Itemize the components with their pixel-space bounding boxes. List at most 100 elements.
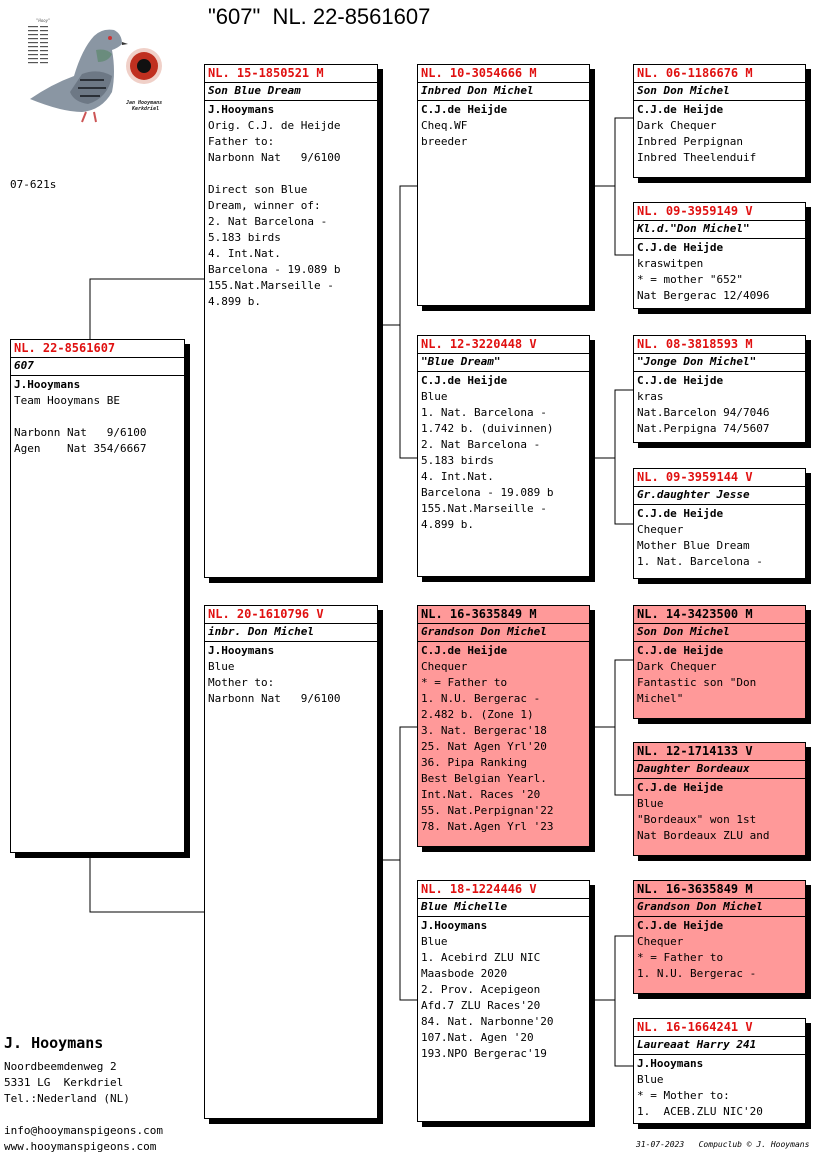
ring-number: NL. 15-1850521 M <box>205 65 377 83</box>
dsd-card: NL. 12-1714133 V Daughter Bordeaux C.J.d… <box>633 742 806 856</box>
dds-card: NL. 16-3635849 M Grandson Don Michel C.J… <box>633 880 806 994</box>
info-line: Inbred Theelenduif <box>637 151 757 164</box>
ring-number: NL. 16-1664241 V <box>634 1019 805 1037</box>
sss-card: NL. 06-1186676 M Son Don Michel C.J.de H… <box>633 64 806 178</box>
info-line: Narbonn Nat 9/6100 <box>14 426 147 439</box>
bird-name: Kl.d."Don Michel" <box>634 221 805 239</box>
info-line: 155.Nat.Marseille - <box>421 502 547 515</box>
ring-number: NL. 09-3959144 V <box>634 469 805 487</box>
breeder-street: Noordbeemdenweg 2 <box>4 1060 117 1073</box>
info-line: 3. Nat. Bergerac'18 <box>421 724 547 737</box>
breeder-website[interactable]: www.hooymanspigeons.com <box>4 1140 157 1153</box>
info-line: Mother to: <box>208 676 275 689</box>
owner: C.J.de Heijde <box>421 644 508 657</box>
info-line: Afd.7 ZLU Races'20 <box>421 999 541 1012</box>
bird-name: Laureaat Harry 241 <box>634 1037 805 1055</box>
info-line: * = Father to <box>421 676 508 689</box>
pigeon-logo: "Hooy" Jan Hooymans Kerkdriel <box>28 18 162 123</box>
breeder-city: 5331 LG Kerkdriel <box>4 1076 124 1089</box>
info-line: * = mother "652" <box>637 273 743 286</box>
info-line: Dark Chequer <box>637 660 717 673</box>
info-line: Nat Bergerac 12/4096 <box>637 289 770 302</box>
svg-text:"Hooy": "Hooy" <box>36 18 50 23</box>
info-line: breeder <box>421 135 468 148</box>
info-line: * = Mother to: <box>637 1089 730 1102</box>
info-line: 2. Nat Barcelona - <box>421 438 541 451</box>
info-line: 2.482 b. (Zone 1) <box>421 708 534 721</box>
owner: C.J.de Heijde <box>637 507 724 520</box>
footer-credit: 31-07-2023 Compuclub © J. Hooymans <box>636 1140 810 1149</box>
info-line: 1.742 b. (duivinnen) <box>421 422 554 435</box>
info-line: 25. Nat Agen Yrl'20 <box>421 740 547 753</box>
sds-card: NL. 08-3818593 M "Jonge Don Michel" C.J.… <box>633 335 806 443</box>
ring-number: NL. 18-1224446 V <box>418 881 589 899</box>
owner: C.J.de Heijde <box>421 374 508 387</box>
ddd-card: NL. 16-1664241 V Laureaat Harry 241 J.Ho… <box>633 1018 806 1124</box>
info-line: Team Hooymans BE <box>14 394 120 407</box>
bird-name: Grandson Don Michel <box>634 899 805 917</box>
info-line: 1. ACEB.ZLU NIC'20 <box>637 1105 763 1118</box>
bird-name: Son Don Michel <box>634 624 805 642</box>
info-line: Blue <box>637 797 664 810</box>
info-line: 5.183 birds <box>421 454 494 467</box>
info-line: 1. Nat. Barcelona - <box>637 555 763 568</box>
ring-number: NL. 22-8561607 <box>11 340 184 358</box>
bird-name: "Jonge Don Michel" <box>634 354 805 372</box>
info-line: Father to: <box>208 135 275 148</box>
breeder-email[interactable]: info@hooymanspigeons.com <box>4 1124 163 1137</box>
info-line: Dark Chequer <box>637 119 717 132</box>
info-line: 4.899 b. <box>421 518 474 531</box>
info-line: 84. Nat. Narbonne'20 <box>421 1015 554 1028</box>
info-line: Blue <box>421 390 448 403</box>
info-line: Int.Nat. Races '20 <box>421 788 541 801</box>
ring-number: NL. 12-1714133 V <box>634 743 805 761</box>
info-line: Barcelona - 19.089 b <box>208 263 341 276</box>
info-line: Cheq.WF <box>421 119 468 132</box>
owner: C.J.de Heijde <box>637 241 724 254</box>
info-line: 1. N.U. Bergerac - <box>637 967 757 980</box>
info-line: 4. Int.Nat. <box>421 470 494 483</box>
info-line: Best Belgian Yearl. <box>421 772 547 785</box>
info-line: Direct son Blue <box>208 183 308 196</box>
bird-name: 607 <box>11 358 184 376</box>
pedigree-code: 07-621s <box>10 178 57 191</box>
owner: J.Hooymans <box>637 1057 704 1070</box>
breeder-tel: Tel.:Nederland (NL) <box>4 1092 130 1105</box>
dam-sire-card: NL. 16-3635849 M Grandson Don Michel C.J… <box>417 605 590 847</box>
bird-name: Grandson Don Michel <box>418 624 589 642</box>
dam-dam-card: NL. 18-1224446 V Blue Michelle J.Hooyman… <box>417 880 590 1122</box>
owner: C.J.de Heijde <box>637 103 724 116</box>
owner: C.J.de Heijde <box>637 781 724 794</box>
info-line: Barcelona - 19.089 b <box>421 486 554 499</box>
bird-name: "Blue Dream" <box>418 354 589 372</box>
info-line: Orig. C.J. de Heijde <box>208 119 341 132</box>
subject-card: NL. 22-8561607 607 J.Hooymans Team Hooym… <box>10 339 185 853</box>
info-line: Chequer <box>421 660 468 673</box>
ring-number: NL. 14-3423500 M <box>634 606 805 624</box>
info-line: Chequer <box>637 523 684 536</box>
info-line: Blue <box>208 660 235 673</box>
info-line: 4. Int.Nat. <box>208 247 281 260</box>
ring-number: NL. 06-1186676 M <box>634 65 805 83</box>
ssd-card: NL. 09-3959149 V Kl.d."Don Michel" C.J.d… <box>633 202 806 309</box>
info-line: 1. Acebird ZLU NIC <box>421 951 541 964</box>
owner: C.J.de Heijde <box>637 644 724 657</box>
sire-sire-card: NL. 10-3054666 M Inbred Don Michel C.J.d… <box>417 64 590 306</box>
ring-number: NL. 09-3959149 V <box>634 203 805 221</box>
bird-name: Blue Michelle <box>418 899 589 917</box>
svg-text:Kerkdriel: Kerkdriel <box>131 106 159 112</box>
bird-name: Gr.daughter Jesse <box>634 487 805 505</box>
owner: C.J.de Heijde <box>421 103 508 116</box>
info-line: Inbred Perpignan <box>637 135 743 148</box>
info-line: 36. Pipa Ranking <box>421 756 527 769</box>
info-line: * = Father to <box>637 951 724 964</box>
bird-name: Inbred Don Michel <box>418 83 589 101</box>
sdd-card: NL. 09-3959144 V Gr.daughter Jesse C.J.d… <box>633 468 806 579</box>
ring-number: NL. 16-3635849 M <box>418 606 589 624</box>
info-line: 55. Nat.Perpignan'22 <box>421 804 554 817</box>
bird-name: Son Blue Dream <box>205 83 377 101</box>
breeder-name: J. Hooymans <box>4 1034 104 1052</box>
sire-dam-card: NL. 12-3220448 V "Blue Dream" C.J.de Hei… <box>417 335 590 577</box>
info-line: 4.899 b. <box>208 295 261 308</box>
